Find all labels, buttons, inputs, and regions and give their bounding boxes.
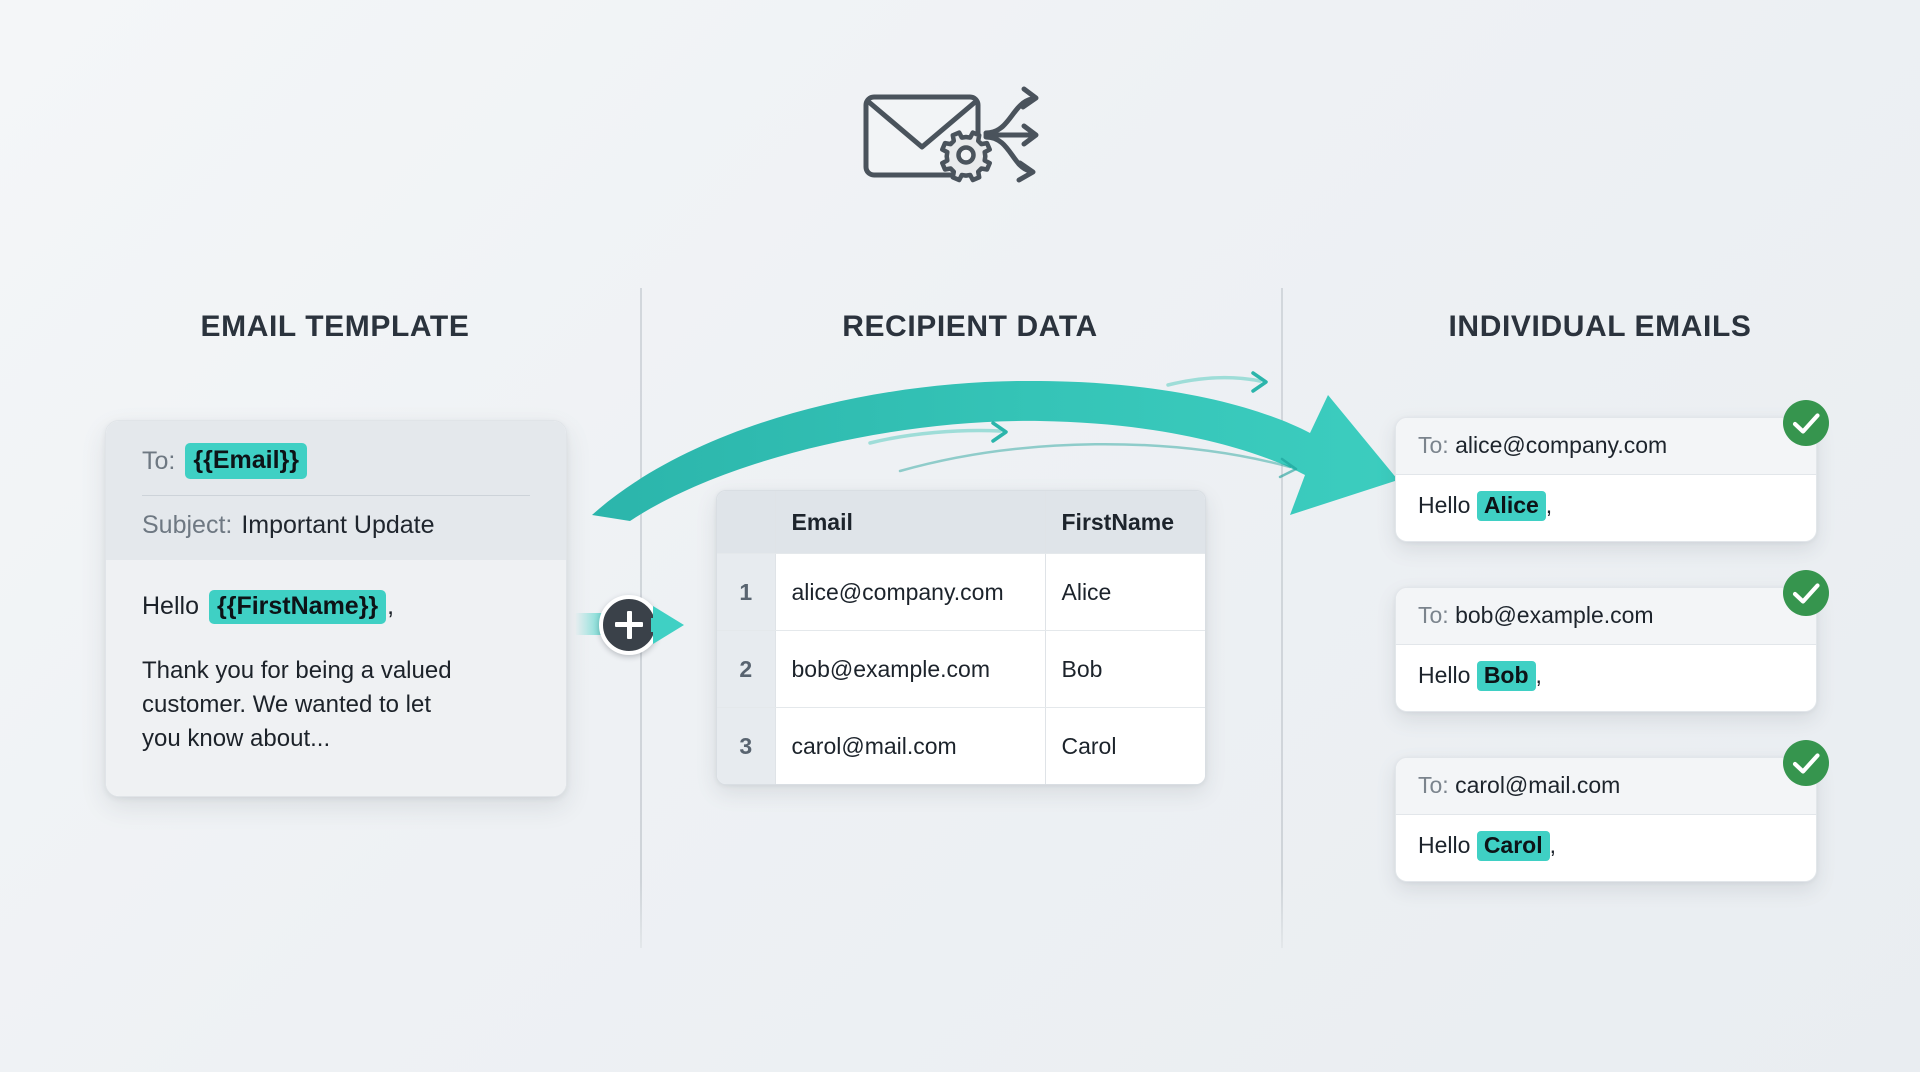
page-title-email-template: EMAIL TEMPLATE	[200, 310, 470, 343]
template-firstname-token: {{FirstName}}	[208, 589, 387, 624]
mail-merge-hero-icon	[860, 75, 1060, 195]
email-to-label: To:	[1418, 432, 1449, 458]
generated-email-header: To: carol@mail.com	[1396, 758, 1816, 815]
row-number: 2	[717, 630, 776, 708]
generated-email-body: Hello Bob,	[1396, 645, 1816, 711]
recipient-data-table[interactable]: Email FirstName 1 alice@company.com Alic…	[716, 490, 1206, 785]
email-to-value: carol@mail.com	[1455, 772, 1621, 798]
check-circle-icon	[1783, 740, 1829, 786]
cell-firstname[interactable]: Alice	[1045, 553, 1205, 631]
column-divider-right	[1281, 288, 1283, 948]
template-to-label: To:	[142, 446, 176, 475]
page-title-individual-emails: INDIVIDUAL EMAILS	[1448, 310, 1752, 343]
table-row[interactable]: 3 carol@mail.com Carol	[717, 707, 1205, 784]
email-greeting-prefix: Hello	[1418, 492, 1471, 518]
cell-email[interactable]: bob@example.com	[775, 630, 1046, 708]
column-header-email[interactable]: Email	[775, 491, 1046, 554]
email-to-value: bob@example.com	[1455, 602, 1654, 628]
row-number: 3	[717, 707, 776, 784]
check-circle-icon	[1783, 570, 1829, 616]
email-template-header: To: {{Email}} Subject: Important Update	[106, 421, 566, 560]
cell-email[interactable]: carol@mail.com	[775, 707, 1046, 784]
template-to-row: To: {{Email}}	[142, 443, 530, 480]
generated-email-card[interactable]: To: bob@example.com Hello Bob,	[1395, 587, 1817, 712]
page-title-recipient-data: RECIPIENT DATA	[842, 310, 1098, 343]
template-to-token: {{Email}}	[185, 443, 307, 480]
email-to-value: alice@company.com	[1455, 432, 1668, 458]
email-to-label: To:	[1418, 772, 1449, 798]
column-header-firstname[interactable]: FirstName	[1045, 491, 1205, 554]
email-greeting-suffix: ,	[1535, 662, 1542, 688]
email-greeting-suffix: ,	[1549, 832, 1556, 858]
generated-email-card[interactable]: To: carol@mail.com Hello Carol,	[1395, 757, 1817, 882]
generated-email-card[interactable]: To: alice@company.com Hello Alice,	[1395, 417, 1817, 542]
row-number: 1	[717, 553, 776, 631]
generated-email-header: To: bob@example.com	[1396, 588, 1816, 645]
cell-email[interactable]: alice@company.com	[775, 553, 1046, 631]
email-firstname-value: Bob	[1476, 661, 1536, 691]
plus-icon[interactable]	[599, 595, 659, 655]
template-header-divider	[142, 495, 530, 497]
email-template-body: Hello {{FirstName}} , Thank you for bein…	[106, 559, 566, 796]
email-template-card[interactable]: To: {{Email}} Subject: Important Update …	[105, 420, 567, 797]
generated-email-body: Hello Carol,	[1396, 815, 1816, 881]
template-body-paragraph: Thank you for being a valued customer. W…	[142, 656, 452, 752]
column-header-rownum[interactable]	[717, 491, 776, 554]
email-firstname-value: Carol	[1476, 831, 1550, 861]
table-header-row: Email FirstName	[717, 491, 1205, 554]
table-row[interactable]: 1 alice@company.com Alice	[717, 553, 1205, 631]
template-subject-label: Subject:	[142, 511, 233, 540]
template-greeting-prefix: Hello	[142, 592, 199, 620]
template-subject-row: Subject: Important Update	[142, 510, 530, 541]
check-circle-icon	[1783, 400, 1829, 446]
template-greeting-suffix: ,	[387, 592, 395, 620]
merge-operator-node[interactable]	[575, 595, 685, 655]
arrow-right-icon	[651, 598, 685, 652]
email-greeting-prefix: Hello	[1418, 662, 1471, 688]
cell-firstname[interactable]: Carol	[1045, 707, 1205, 784]
cell-firstname[interactable]: Bob	[1045, 630, 1205, 708]
table-row[interactable]: 2 bob@example.com Bob	[717, 630, 1205, 708]
generated-email-header: To: alice@company.com	[1396, 418, 1816, 475]
template-greeting-row: Hello {{FirstName}} ,	[142, 589, 530, 624]
email-greeting-suffix: ,	[1545, 492, 1553, 518]
email-firstname-value: Alice	[1476, 491, 1546, 521]
template-subject-value: Important Update	[241, 511, 435, 540]
generated-email-body: Hello Alice,	[1396, 475, 1816, 541]
email-greeting-prefix: Hello	[1418, 832, 1471, 858]
email-to-label: To:	[1418, 602, 1449, 628]
